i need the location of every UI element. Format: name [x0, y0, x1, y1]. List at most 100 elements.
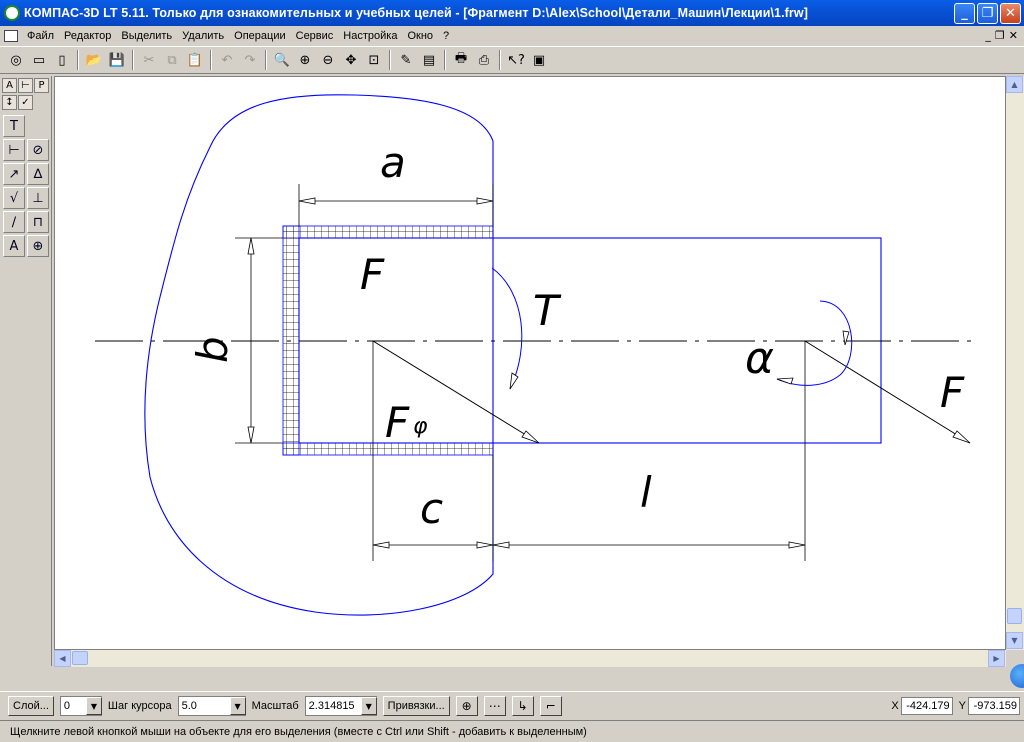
x-label: X [891, 700, 899, 712]
toolbar-separator [210, 50, 212, 70]
roughness-icon[interactable]: √ [3, 187, 25, 209]
scroll-right-arrow-icon[interactable]: ▶ [988, 650, 1005, 667]
print-preview-icon[interactable]: 🖶 [454, 51, 468, 66]
label-f-top: F [360, 250, 385, 299]
panel-tab-2[interactable]: P [34, 78, 49, 93]
chevron-down-icon[interactable]: ▼ [85, 697, 102, 715]
center-mark-icon[interactable]: ⊕ [27, 235, 49, 257]
label-b: b [188, 336, 237, 363]
y-coordinate: Y -973.159 [959, 697, 1020, 715]
copy-icon[interactable]: ⧉ [167, 52, 177, 68]
window-title: КОМПАС-3D LT 5.11. Только для ознакомите… [24, 6, 808, 20]
vertical-scrollbar[interactable]: ▲ ▼ [1006, 76, 1024, 650]
force-f-right-line [804, 340, 971, 444]
hint-bar: Щелкните левой кнопкой мыши на объекте д… [0, 720, 1024, 742]
paste-icon[interactable]: 📋 [186, 52, 204, 68]
menu-file[interactable]: Файл [27, 29, 55, 42]
menu-operations[interactable]: Операции [234, 29, 286, 42]
pan-icon[interactable]: ✥ [345, 52, 357, 68]
label-f-phi: F [385, 398, 410, 447]
diameter-dimension-icon[interactable]: ⊘ [27, 139, 49, 161]
radius-dimension-icon[interactable]: ↗ [3, 163, 25, 185]
toolbar-separator [132, 50, 134, 70]
menu-select[interactable]: Выделить [121, 29, 173, 42]
options-icon[interactable]: ◎ [10, 52, 22, 68]
section-line-icon[interactable]: A [3, 235, 25, 257]
redo-icon[interactable]: ↷ [244, 52, 256, 68]
scroll-down-arrow-icon[interactable]: ▼ [1006, 632, 1023, 649]
cut-icon[interactable]: ✂ [143, 52, 155, 68]
scroll-up-arrow-icon[interactable]: ▲ [1006, 76, 1023, 93]
doc-minimize-button[interactable]: _ [985, 29, 991, 42]
new-fragment-icon[interactable]: ▯ [58, 52, 66, 68]
layer-select[interactable]: 0 ▼ [59, 696, 102, 716]
linear-dimension-icon[interactable]: ⊢ [3, 139, 25, 161]
leader-icon[interactable]: ∕ [3, 211, 25, 233]
layer-button[interactable]: Слой... [8, 696, 54, 716]
new-sheet-icon[interactable]: ▭ [32, 52, 46, 68]
panel-tab-4[interactable]: ✓ [18, 95, 33, 110]
step-select[interactable]: 5.0 ▼ [177, 696, 246, 716]
snap-settings-icon[interactable]: ⊕ [455, 696, 478, 716]
zoom-fit-icon[interactable]: ⊡ [368, 52, 380, 68]
minimize-button[interactable]: _ [954, 2, 975, 24]
grid-icon[interactable]: ⋯ [483, 696, 506, 716]
ortho-mode-icon[interactable]: ⌐ [539, 696, 562, 716]
maximize-button[interactable]: ❐ [977, 2, 998, 24]
scale-select[interactable]: 2.314815 ▼ [304, 696, 377, 716]
help-cursor-icon[interactable]: ↖? [507, 52, 525, 68]
y-label: Y [958, 700, 966, 712]
panel-tab-3[interactable]: ↕ [2, 95, 17, 110]
document-icon[interactable] [4, 29, 18, 42]
library-icon[interactable]: ▣ [532, 52, 546, 68]
menu-service[interactable]: Сервис [295, 29, 334, 42]
label-c: c [420, 484, 443, 533]
toolbar-separator [77, 50, 79, 70]
menu-help[interactable]: ? [443, 29, 450, 42]
step-label: Шаг курсора [107, 700, 172, 712]
undo-icon[interactable]: ↶ [221, 52, 233, 68]
angle-dimension-icon[interactable]: ∆ [27, 163, 49, 185]
menu-settings[interactable]: Настройка [343, 29, 398, 42]
drawing-canvas[interactable]: a F T α F F φ c l b [54, 76, 1006, 650]
drawing-svg: a F T α F F φ c l b [95, 94, 975, 616]
zoom-out-icon[interactable]: ⊖ [322, 52, 334, 68]
menu-editor[interactable]: Редактор [64, 29, 112, 42]
vertical-scroll-thumb[interactable] [1007, 608, 1022, 624]
horizontal-scrollbar[interactable]: ◀ ▶ [54, 650, 1006, 667]
scroll-left-arrow-icon[interactable]: ◀ [54, 650, 71, 667]
horizontal-scroll-thumb[interactable] [72, 651, 88, 665]
print-icon[interactable]: ⎙ [478, 52, 490, 68]
menu-window[interactable]: Окно [407, 29, 434, 42]
label-a: a [380, 138, 406, 187]
globe-icon [1010, 664, 1024, 688]
close-button[interactable]: ✕ [1000, 2, 1021, 24]
local-cs-icon[interactable]: ↳ [511, 696, 534, 716]
chevron-down-icon[interactable]: ▼ [360, 697, 377, 715]
panel-tab-1[interactable]: ⊢ [18, 78, 33, 93]
layers-icon[interactable]: ▤ [422, 52, 436, 68]
panel-tab-0[interactable]: A [2, 78, 17, 93]
chevron-down-icon[interactable]: ▼ [229, 697, 246, 715]
title-bar: КОМПАС-3D LT 5.11. Только для ознакомите… [0, 0, 1024, 26]
toolbar-separator [389, 50, 391, 70]
part-outline [144, 94, 494, 616]
toolbar-separator [444, 50, 446, 70]
doc-restore-button[interactable]: ❐ [994, 29, 1005, 42]
menu-bar: Файл Редактор Выделить Удалить Операции … [0, 26, 1024, 45]
save-icon[interactable]: 💾 [108, 52, 126, 68]
text-tool-icon[interactable]: T [3, 115, 25, 137]
angle-arc [776, 300, 853, 386]
snaps-button[interactable]: Привязки... [382, 696, 450, 716]
base-icon[interactable]: ⊥ [27, 187, 49, 209]
torque-arc [491, 267, 523, 390]
doc-close-button[interactable]: ✕ [1008, 29, 1018, 42]
empty-slot [27, 115, 49, 137]
refresh-icon[interactable]: ✎ [400, 52, 412, 68]
open-folder-icon[interactable]: 📂 [85, 52, 103, 68]
tolerance-icon[interactable]: ⊓ [27, 211, 49, 233]
zoom-in-icon[interactable]: ⊕ [299, 52, 311, 68]
zoom-window-icon[interactable]: 🔍 [273, 52, 291, 68]
step-value: 5.0 [181, 700, 197, 712]
menu-delete[interactable]: Удалить [182, 29, 225, 42]
